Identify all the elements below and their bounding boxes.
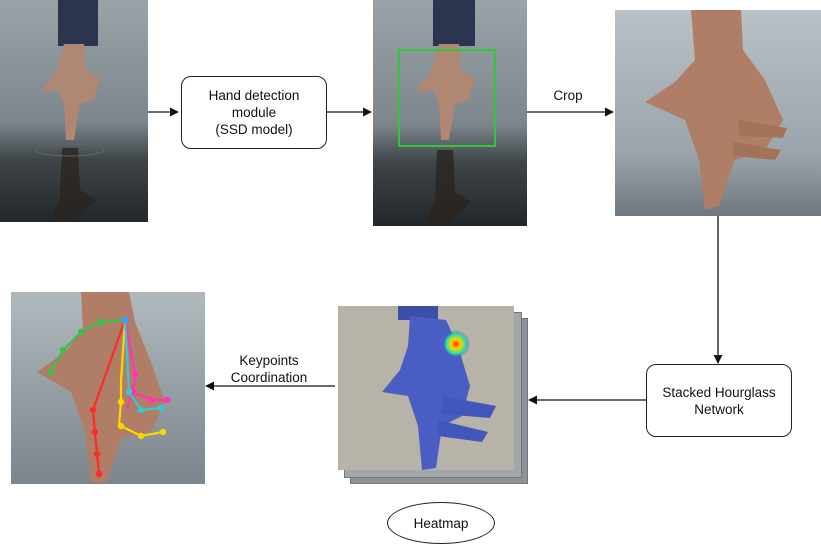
crop-edge-label: Crop <box>553 88 583 103</box>
stacked-hourglass-network-node: Stacked Hourglass Network <box>646 364 792 437</box>
heatmap-image <box>338 306 514 470</box>
bounding-box <box>398 49 496 147</box>
input-hand-photo <box>0 0 148 222</box>
keypoints-hand-photo <box>11 292 205 484</box>
detected-hand-photo <box>373 0 527 226</box>
hand-detection-module-node: Hand detection module (SSD model) <box>181 76 327 149</box>
cropped-hand-photo <box>615 10 821 216</box>
keypoints-coordination-edge-label: Keypoints Coordination <box>230 353 308 385</box>
heatmap-node: Heatmap <box>387 502 495 544</box>
